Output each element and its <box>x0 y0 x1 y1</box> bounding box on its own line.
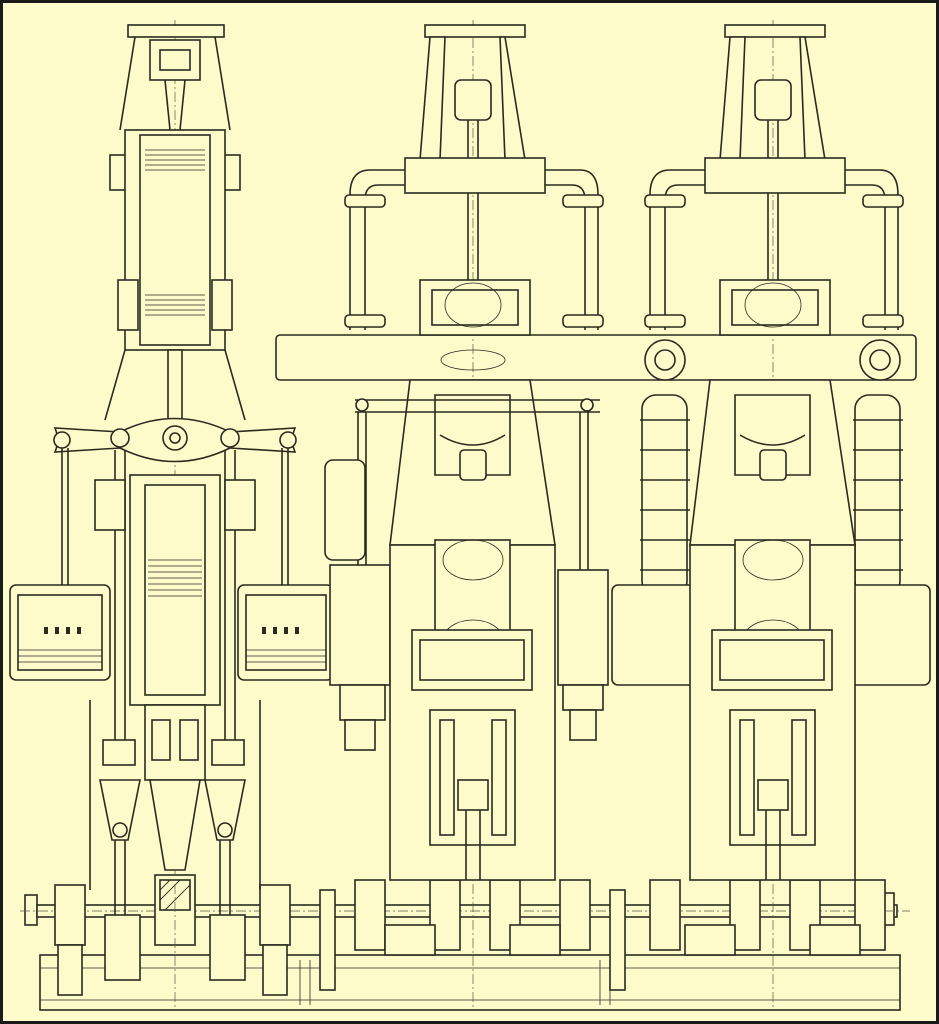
engine-drawing <box>9 20 931 1011</box>
lower-piston-rings <box>148 559 202 597</box>
bedplate <box>39 954 901 1011</box>
middle-engine-unit <box>324 20 609 1010</box>
left-sectional-engine-unit <box>9 20 334 1010</box>
foundation-feet <box>299 924 861 1005</box>
main-crankshaft <box>20 874 910 996</box>
horizontal-main-pipe <box>275 334 917 381</box>
right-engine-unit <box>611 20 931 1010</box>
upper-piston-rings <box>145 149 205 316</box>
cooler-ribs <box>640 419 903 571</box>
